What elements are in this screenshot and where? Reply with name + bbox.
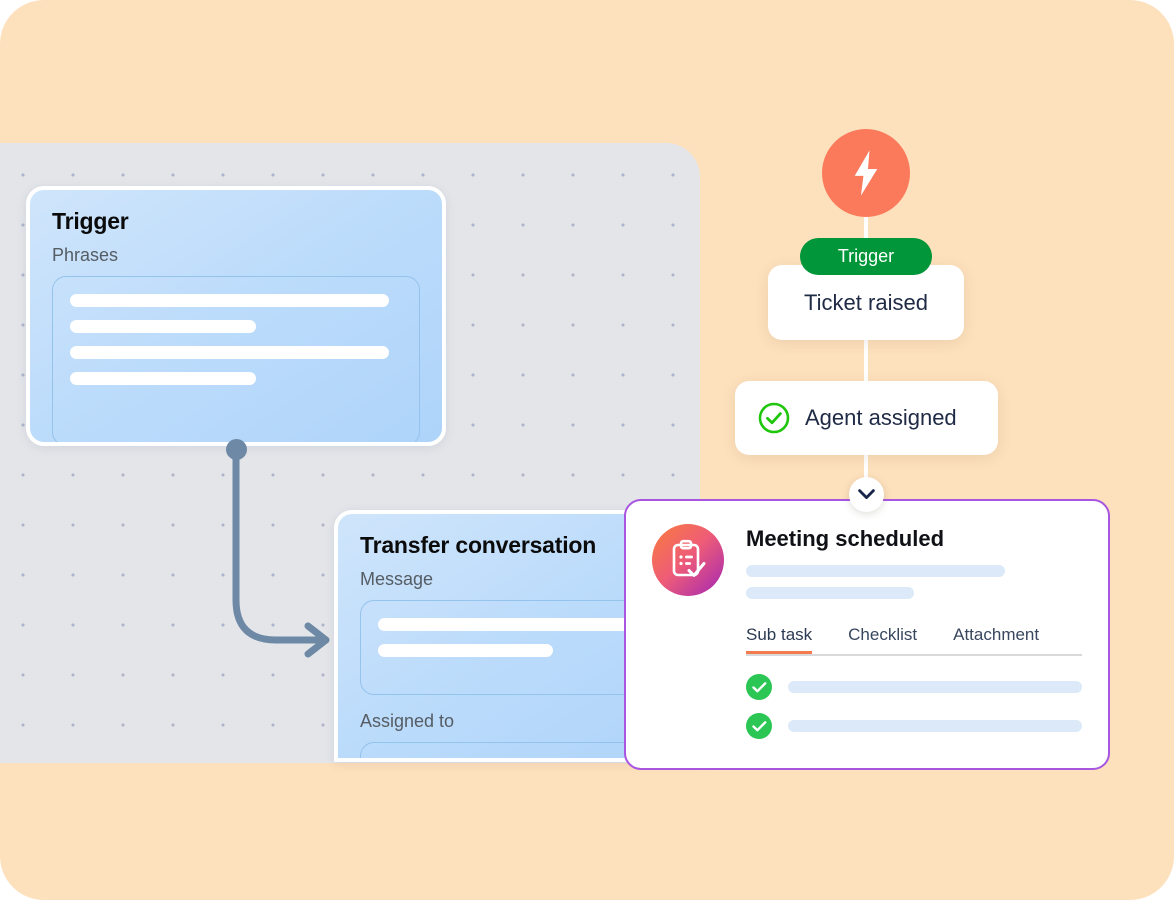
- message-placeholder-bar: [378, 644, 553, 657]
- chevron-down-icon[interactable]: [849, 477, 884, 512]
- phrases-input-box[interactable]: [52, 276, 420, 442]
- check-circle-icon: [757, 401, 791, 435]
- message-placeholder-bar: [378, 618, 649, 631]
- ticket-raised-label: Ticket raised: [804, 289, 928, 315]
- meeting-card-tabs: Sub task Checklist Attachment: [746, 625, 1082, 656]
- trigger-card[interactable]: Trigger Phrases: [26, 186, 446, 446]
- transfer-card-title: Transfer conversation: [360, 532, 597, 558]
- tab-sub-task[interactable]: Sub task: [746, 625, 812, 654]
- sub-task-placeholder-bar: [788, 681, 1082, 693]
- check-filled-icon: [746, 674, 772, 700]
- meeting-detail-placeholder-bar: [746, 565, 1005, 577]
- message-input-box[interactable]: [360, 600, 678, 695]
- list-item[interactable]: [746, 713, 1082, 739]
- connector-arrow: [232, 442, 330, 658]
- message-label: Message: [360, 569, 434, 589]
- meeting-card-title: Meeting scheduled: [746, 526, 945, 551]
- trigger-card-title: Trigger: [52, 208, 129, 234]
- phrase-placeholder-bar: [70, 294, 389, 307]
- sub-task-placeholder-bar: [788, 720, 1082, 732]
- agent-assigned-label: Agent assigned: [805, 405, 957, 430]
- flow-connector-line: [864, 455, 868, 497]
- flow-node-ticket-raised[interactable]: Ticket raised: [768, 265, 964, 340]
- list-item[interactable]: [746, 674, 1082, 700]
- phrase-placeholder-bar: [70, 320, 256, 333]
- tab-attachment[interactable]: Attachment: [953, 625, 1040, 644]
- trigger-badge[interactable]: Trigger: [800, 238, 932, 275]
- lightning-bolt-icon: [822, 129, 910, 217]
- phrases-label: Phrases: [52, 245, 119, 265]
- tab-checklist[interactable]: Checklist: [848, 625, 918, 644]
- meeting-detail-placeholder-bar: [746, 587, 914, 599]
- check-filled-icon: [746, 713, 772, 739]
- phrase-placeholder-bar: [70, 346, 389, 359]
- flow-connector-line: [864, 205, 868, 265]
- assigned-to-label: Assigned to: [360, 711, 455, 731]
- sub-task-list: [746, 674, 1082, 739]
- flow-node-agent-assigned[interactable]: Agent assigned: [735, 381, 998, 455]
- meeting-scheduled-card[interactable]: Meeting scheduled Sub task Checklist Att…: [624, 499, 1110, 770]
- flow-connector-line: [864, 335, 868, 385]
- clipboard-check-icon: [652, 524, 724, 596]
- phrase-placeholder-bar: [70, 372, 256, 385]
